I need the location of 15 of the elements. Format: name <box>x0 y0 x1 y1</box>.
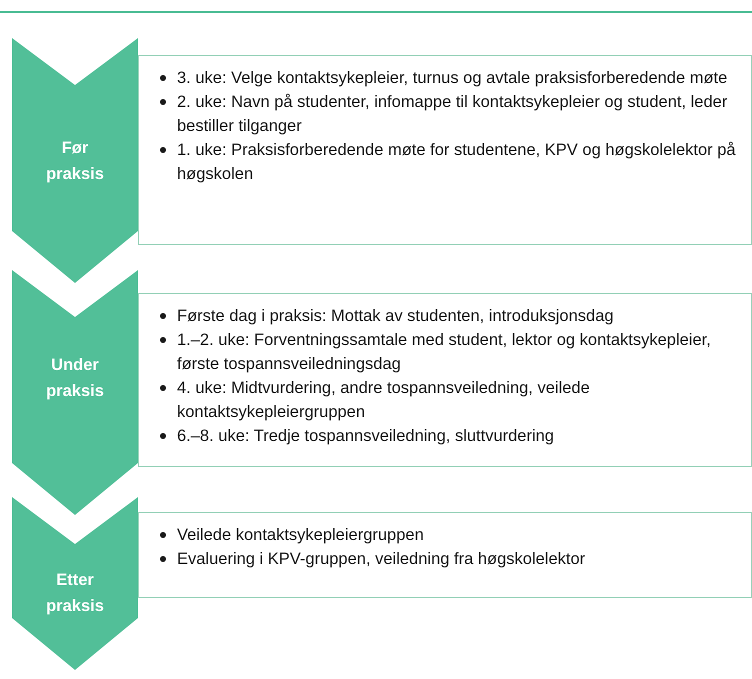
stage-label: Under praksis <box>45 355 105 402</box>
step-box <box>138 293 752 467</box>
list-item: Evaluering i KPV-gruppen, veiledning fra høgskolelektor <box>177 550 586 568</box>
list-item: Veilede kontaktsykepleiergruppen <box>177 526 424 544</box>
list-item: 1. uke: Praksisforberedende møte for studentene, KPV og høgskolelektor på høgskolen <box>177 141 736 183</box>
stage-label: Etter praksis <box>45 570 105 617</box>
list-item: 6.–8. uke: Tredje tospannsveiledning, sluttvurdering <box>177 427 554 445</box>
step-box <box>138 512 752 598</box>
list-item: 2. uke: Navn på studenter, infomappe til kontaktsykepleier og student, leder bestiller tilganger <box>177 93 728 135</box>
list-item: 3. uke: Velge kontaktsykepleier, turnus og avtale praksisforberedende møte <box>177 69 728 87</box>
step-box <box>138 55 752 245</box>
stage-label: Før praksis <box>45 138 105 185</box>
list-item: 1.–2. uke: Forventningssamtale med student, lektor og kontaktsykepleier, første tospannsveiledningsdag <box>177 331 711 373</box>
list-item: Første dag i praksis: Mottak av studenten, introduksjonsdag <box>177 307 614 325</box>
list-item: 4. uke: Midtvurdering, andre tospannsveiledning, veilede kontaktsykepleiergruppen <box>177 379 590 421</box>
